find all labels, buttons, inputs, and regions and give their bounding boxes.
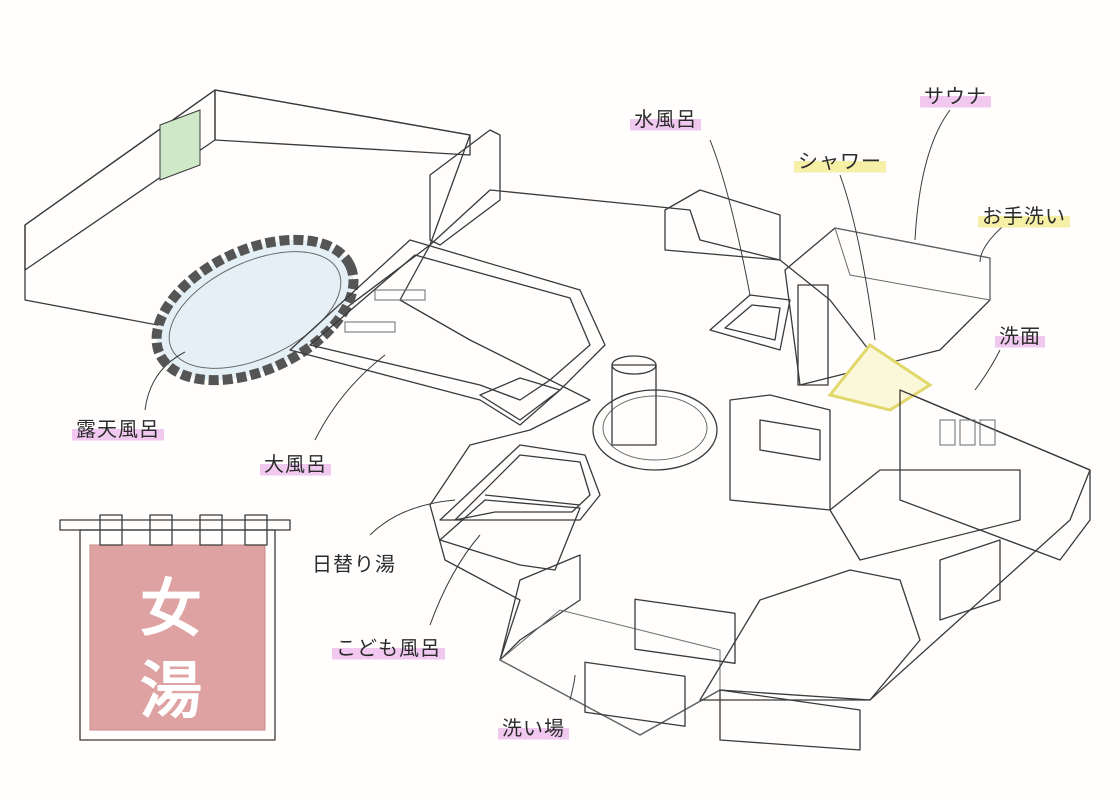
sauna-block — [784, 227, 991, 412]
label-araiba: 洗い場 — [498, 712, 569, 741]
ooburo-pool — [289, 239, 606, 426]
label-shower: シャワー — [794, 145, 886, 174]
label-mizuburo: 水風呂 — [630, 103, 701, 132]
higawari-pool — [439, 444, 601, 521]
leader-lines — [144, 109, 1011, 701]
label-senmen: 洗面 — [995, 320, 1045, 349]
label-otearai: お手洗い — [978, 200, 1070, 229]
label-rotenburo: 露天風呂 — [72, 413, 164, 442]
kodomo-pool — [439, 499, 581, 571]
rotenburo-pool — [151, 234, 359, 386]
mizuburo-pool — [709, 294, 791, 351]
noren-char-top: 女 — [140, 572, 203, 645]
fountain — [592, 355, 718, 471]
label-ooburo: 大風呂 — [260, 448, 331, 477]
label-higawari: 日替り湯 — [312, 552, 396, 576]
washing-area — [499, 554, 736, 736]
noren-char-bottom: 湯 — [140, 654, 203, 727]
outdoor-area — [24, 89, 471, 351]
noren-curtain — [59, 514, 291, 741]
label-kodomo: こども風呂 — [332, 632, 445, 661]
dressing-area — [699, 389, 1091, 751]
inner-walls — [429, 129, 781, 261]
label-sauna: サウナ — [920, 80, 991, 109]
